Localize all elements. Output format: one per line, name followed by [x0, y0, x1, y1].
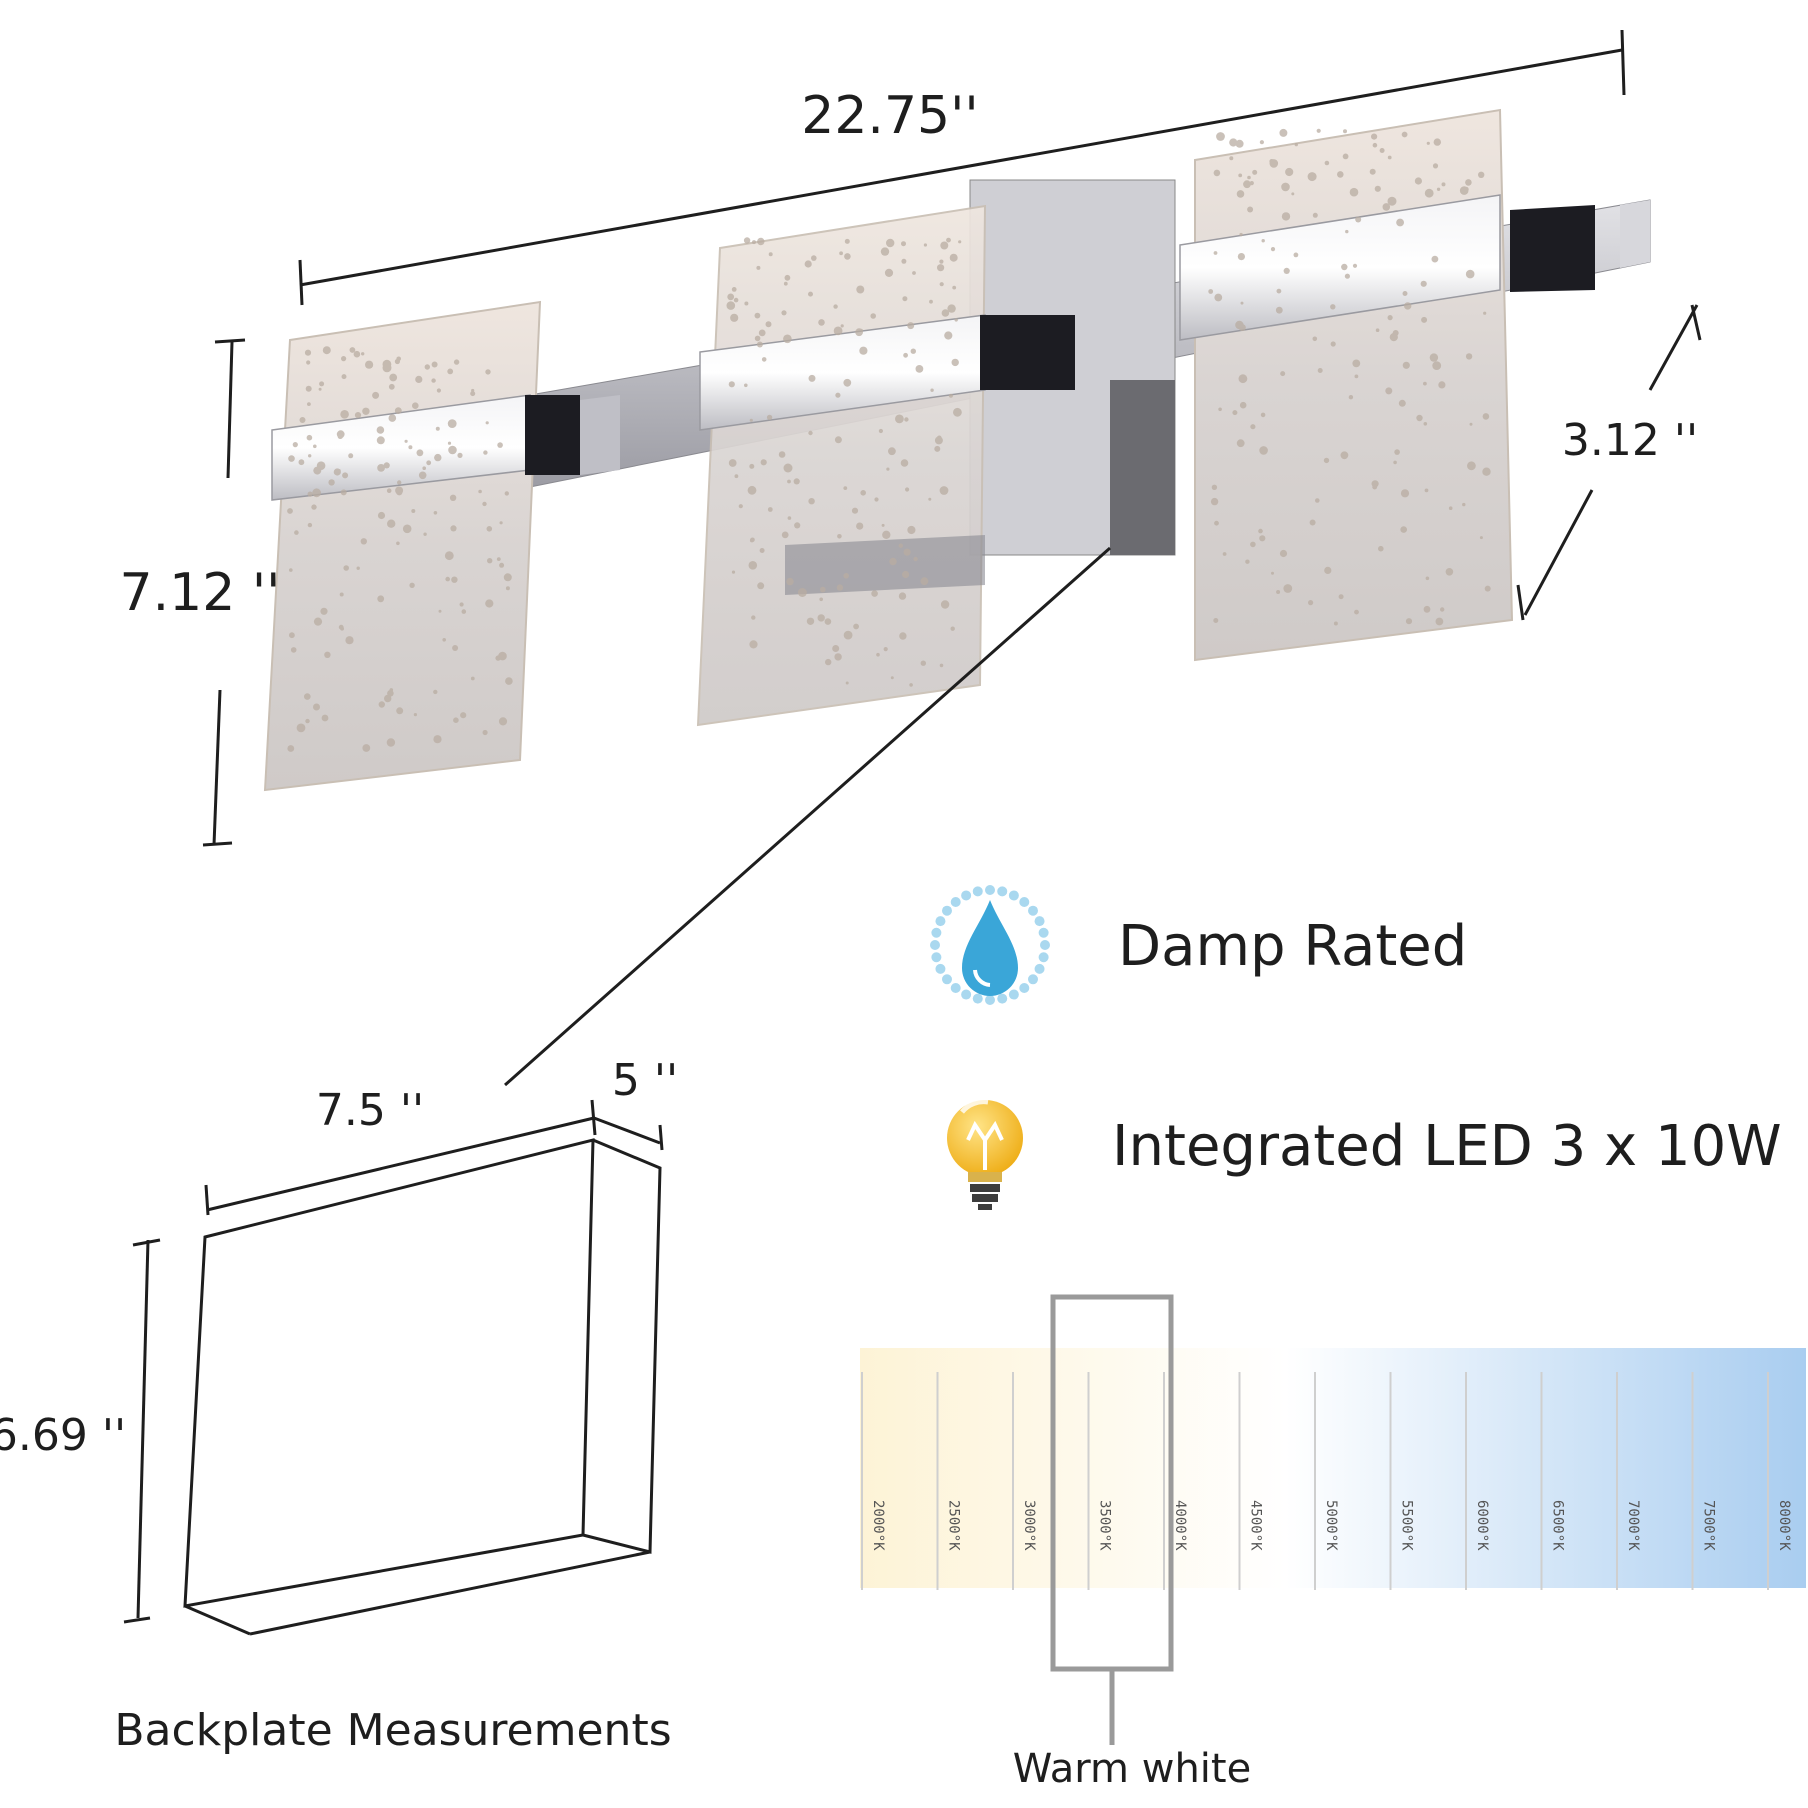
vanity-light-fixture — [263, 108, 1651, 792]
left-glass-shade — [263, 300, 620, 792]
backplate-box — [123, 1099, 664, 1636]
kelvin-label: 4000°K — [1172, 1500, 1188, 1551]
backplate-height-label: 6.69 '' — [0, 1410, 126, 1461]
integrated-led-label: Integrated LED 3 x 10W — [1112, 1114, 1782, 1179]
fixture-height-label: 7.12 '' — [120, 563, 281, 623]
kelvin-label: 5500°K — [1399, 1500, 1415, 1551]
middle-glass-shade — [696, 204, 1075, 727]
kelvin-label: 2000°K — [870, 1500, 886, 1551]
kelvin-label: 3000°K — [1021, 1500, 1037, 1551]
fixture-width-label: 22.75'' — [801, 86, 978, 146]
color-temperature-scale: 2000°K 2500°K 3000°K 3500°K 4000°K 4500°K 5000… — [860, 1294, 1806, 1792]
glass-bubbles — [287, 128, 1491, 752]
kelvin-label: 3500°K — [1097, 1500, 1113, 1551]
kelvin-label: 5000°K — [1323, 1500, 1339, 1551]
kelvin-label: 8000°K — [1776, 1500, 1792, 1551]
fixture-depth-label: 3.12 '' — [1562, 415, 1698, 466]
kelvin-label: 7500°K — [1701, 1500, 1717, 1551]
kelvin-label: 4500°K — [1248, 1500, 1264, 1551]
backplate-caption: Backplate Measurements — [114, 1705, 671, 1756]
damp-rated-label: Damp Rated — [1118, 914, 1467, 979]
kelvin-label: 2500°K — [946, 1500, 962, 1551]
kelvin-label: 7000°K — [1625, 1500, 1641, 1551]
backplate-width-label: 7.5 '' — [316, 1085, 424, 1136]
fixture-dimension-lines — [202, 29, 1702, 1087]
kelvin-label: 6500°K — [1550, 1500, 1566, 1551]
light-bulb-icon — [947, 1099, 1023, 1210]
water-drop-icon — [930, 885, 1050, 1005]
backplate-depth-label: 5 '' — [612, 1055, 678, 1106]
kelvin-label: 6000°K — [1474, 1500, 1490, 1551]
kelvin-gradient-bar — [860, 1348, 1806, 1588]
warm-white-label: Warm white — [1013, 1746, 1251, 1792]
